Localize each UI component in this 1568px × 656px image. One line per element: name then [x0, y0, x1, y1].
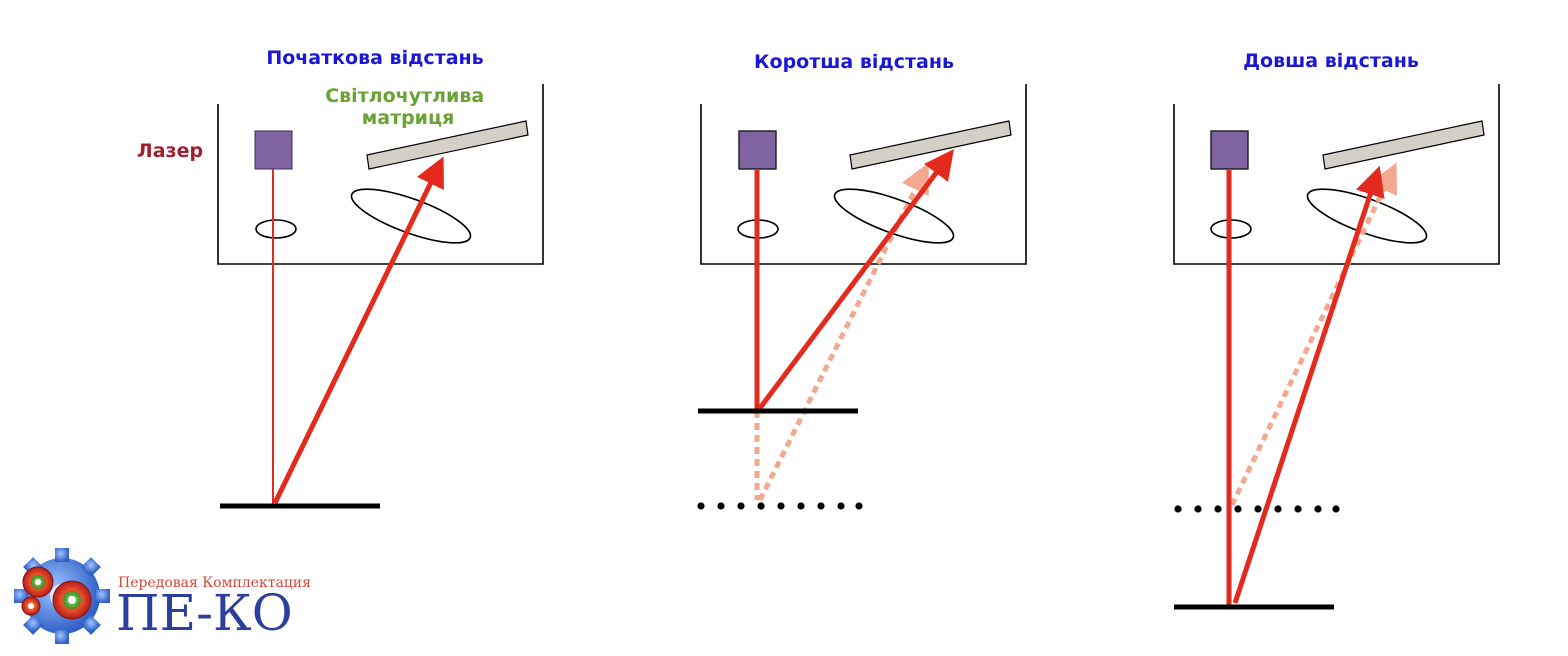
- logo-name: ПЕ-КО: [116, 584, 293, 642]
- original-surface-dotted: [737, 502, 745, 510]
- reflected-beam-arrow: [272, 156, 444, 505]
- panel-title: Коротша відстань: [754, 51, 954, 73]
- original-surface-dotted: [837, 502, 845, 510]
- receiver-lens: [350, 188, 472, 244]
- laser-emitter: [1210, 130, 1249, 170]
- device-housing: [217, 84, 544, 265]
- original-surface-dotted: [1194, 505, 1202, 513]
- panel-longer: Довша відстань: [1173, 50, 1500, 610]
- original-surface-dotted: [717, 502, 725, 510]
- gears-icon: [14, 548, 110, 644]
- original-surface-dotted: [1314, 505, 1322, 513]
- original-surface-dotted: [797, 502, 805, 510]
- receiver-lens: [833, 188, 955, 244]
- photosensitive-matrix: [1322, 120, 1485, 170]
- matrix-label: Світлочутлива матриця: [325, 85, 491, 129]
- reflected-beam-arrow: [1232, 165, 1385, 604]
- original-surface-dotted: [1254, 505, 1262, 513]
- original-reflected-beam-arrow: [1229, 162, 1398, 507]
- original-surface-dotted: [757, 502, 765, 510]
- matrix-label-line1: Світлочутлива: [325, 85, 484, 107]
- laser-emitter: [254, 130, 293, 170]
- original-surface-dotted: [1234, 505, 1242, 513]
- panel-initial: Початкова відстань Лазер Світлочутлива м…: [137, 47, 544, 509]
- panel-shorter: Коротша відстань: [697, 51, 1027, 510]
- photosensitive-matrix: [366, 120, 529, 170]
- matrix-label-line2: матриця: [362, 107, 455, 129]
- company-logo: Передовая Комплектация ПЕ-КО: [14, 548, 311, 644]
- panel-title: Початкова відстань: [266, 47, 483, 69]
- laser-emitter: [738, 130, 777, 170]
- device-housing: [1173, 84, 1500, 265]
- logo-tagline: Передовая Комплектация: [118, 575, 311, 591]
- photosensitive-matrix: [849, 120, 1012, 170]
- device-housing: [700, 84, 1027, 265]
- receiver-lens: [1306, 188, 1428, 244]
- original-surface-dotted: [1294, 505, 1302, 513]
- original-surface-dotted: [1332, 505, 1340, 513]
- emitter-lens: [255, 219, 297, 239]
- original-surface-dotted: [1174, 505, 1182, 513]
- original-surface-dotted: [1274, 505, 1282, 513]
- laser-label: Лазер: [137, 140, 203, 162]
- original-surface-dotted: [1214, 505, 1222, 513]
- original-surface-dotted: [697, 502, 705, 510]
- original-surface-dotted: [855, 502, 863, 510]
- original-surface-dotted: [817, 502, 825, 510]
- panel-title: Довша відстань: [1243, 50, 1419, 72]
- original-surface-dotted: [777, 502, 785, 510]
- reflected-beam-arrow: [757, 148, 954, 410]
